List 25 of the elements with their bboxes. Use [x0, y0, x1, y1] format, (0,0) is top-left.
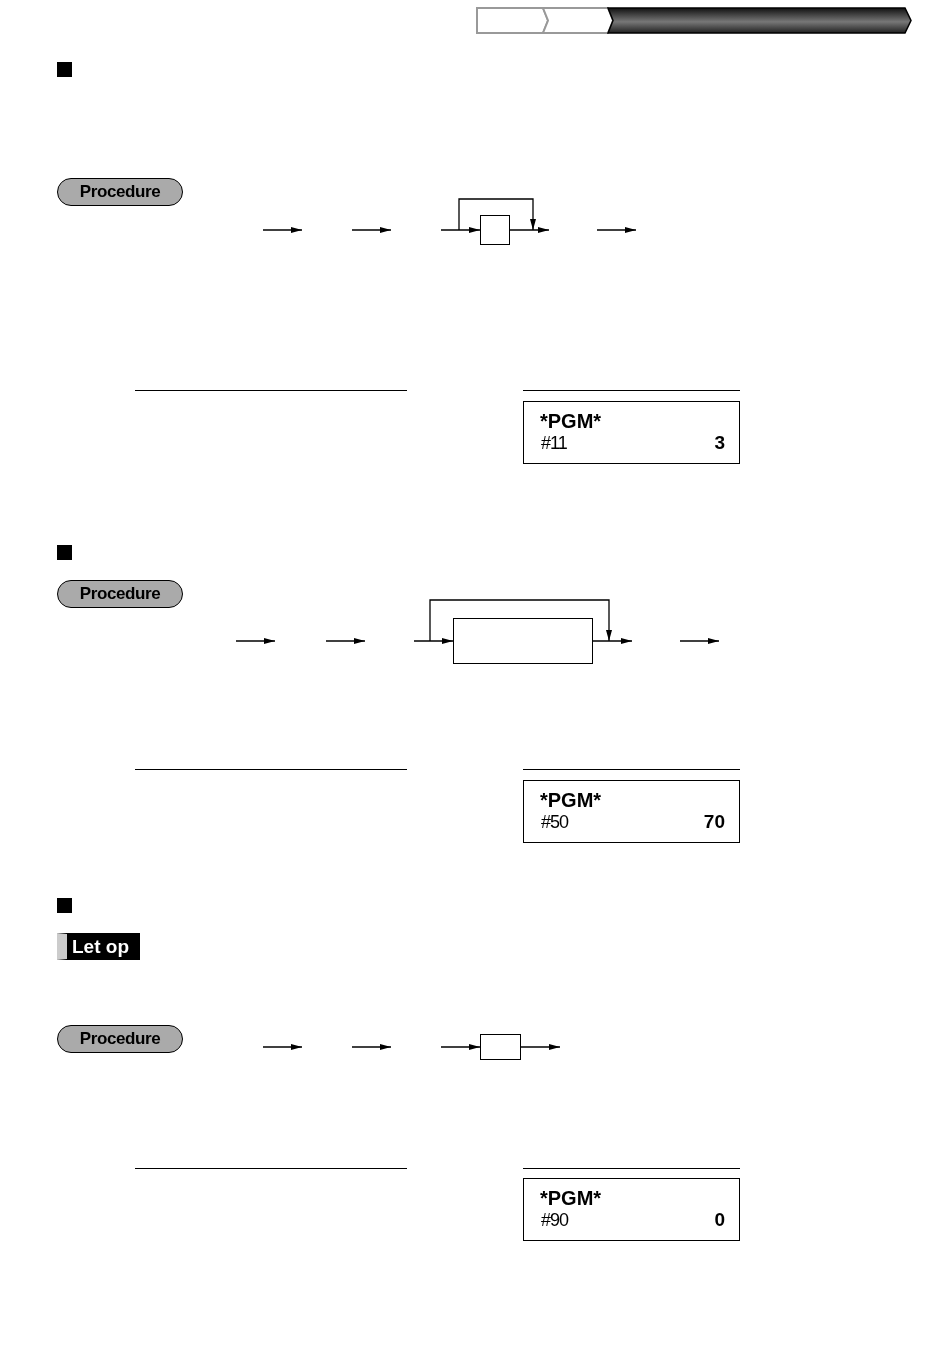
display-heading: *PGM* — [540, 1188, 602, 1208]
display-heading: *PGM* — [540, 411, 602, 431]
key-box — [453, 618, 593, 664]
display-code: #11 — [541, 433, 567, 453]
display-panel — [523, 401, 740, 464]
procedure-label: Procedure — [57, 178, 183, 206]
procedure-label: Procedure — [57, 580, 183, 608]
key-box — [480, 1034, 521, 1060]
arrow — [440, 227, 481, 233]
display-panel — [523, 780, 740, 843]
display-value: 70 — [703, 812, 725, 832]
display-value: 3 — [714, 433, 725, 453]
display-panel — [523, 1178, 740, 1241]
key-box — [480, 215, 510, 245]
caution-label: Let op — [57, 933, 140, 960]
procedure-label: Procedure — [57, 1025, 183, 1053]
arrow — [413, 638, 454, 644]
display-value: 0 — [714, 1210, 725, 1230]
display-heading: *PGM* — [540, 790, 602, 810]
display-code: #90 — [541, 1210, 569, 1230]
display-code: #50 — [541, 812, 569, 832]
arrow — [509, 227, 550, 233]
arrow — [440, 1044, 481, 1050]
arrow — [520, 1044, 561, 1050]
arrow — [592, 638, 633, 644]
